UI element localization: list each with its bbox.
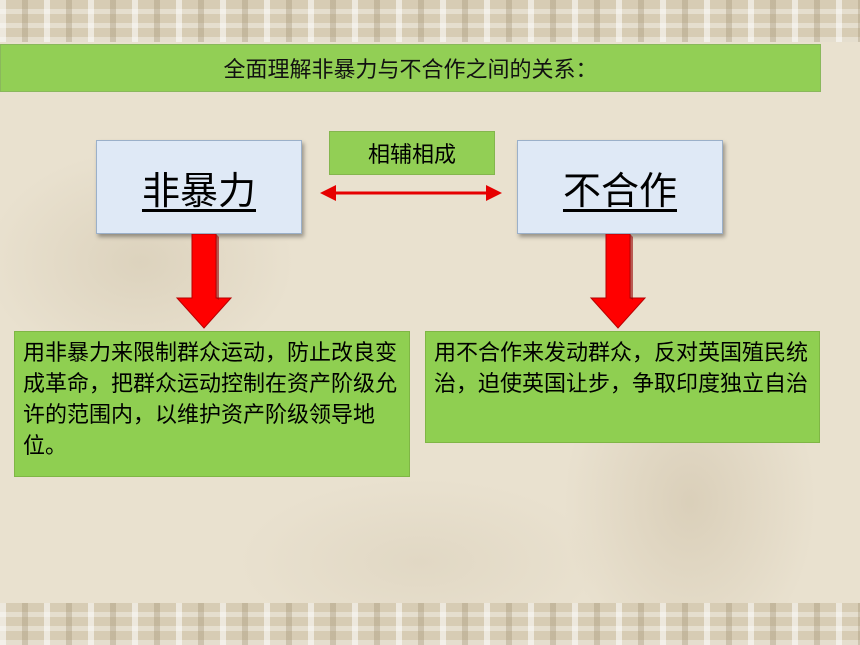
decorative-border-bottom — [0, 603, 860, 645]
relation-label: 相辅相成 — [329, 131, 495, 175]
title-bar: 全面理解非暴力与不合作之间的关系： — [0, 44, 821, 92]
double-arrow-icon — [320, 185, 502, 201]
decorative-border-top — [0, 0, 860, 42]
noncooperation-box: 不合作 — [517, 140, 723, 234]
down-arrow-right-icon — [589, 234, 647, 329]
down-arrow-left-icon — [175, 234, 233, 329]
noncooperation-label: 不合作 — [562, 168, 677, 213]
title-text: 全面理解非暴力与不合作之间的关系： — [223, 58, 598, 83]
noncooperation-description: 用不合作来发动群众，反对英国殖民统治，迫使英国让步，争取印度独立自治 — [425, 331, 820, 443]
noncooperation-description-text: 用不合作来发动群众，反对英国殖民统治，迫使英国让步，争取印度独立自治 — [434, 341, 809, 397]
nonviolence-box: 非暴力 — [96, 140, 302, 234]
background-texture — [0, 42, 860, 603]
nonviolence-description-text: 用非暴力来限制群众运动，防止改良变成革命，把群众运动控制在资产阶级允许的范围内，… — [23, 341, 398, 459]
nonviolence-description: 用非暴力来限制群众运动，防止改良变成革命，把群众运动控制在资产阶级允许的范围内，… — [14, 331, 410, 477]
nonviolence-label: 非暴力 — [141, 168, 256, 213]
relation-text: 相辅相成 — [367, 143, 456, 168]
